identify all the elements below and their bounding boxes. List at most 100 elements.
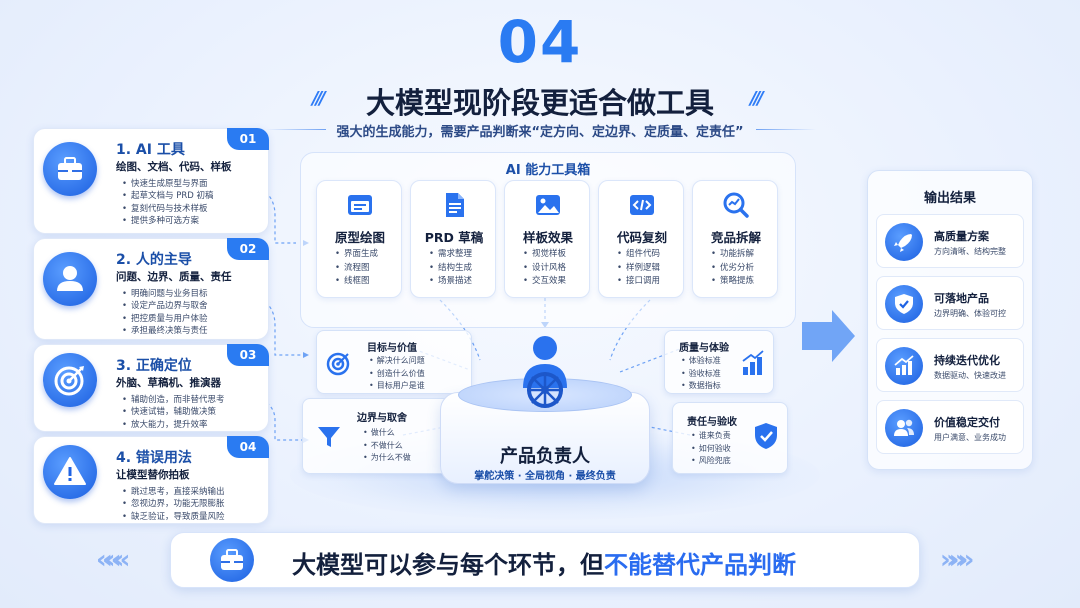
tool-name: PRD 草稿 (424, 230, 484, 245)
card-list: 快速生成原型与界面 起草文档与 PRD 初稿 复刻代码与技术样板 提供多种可选方… (122, 178, 214, 228)
helmsman-icon (505, 330, 585, 410)
divider-left (266, 129, 326, 130)
tool-card-sample: 样板效果 视觉样板 设计风格 交互效果 (504, 180, 590, 298)
toolbox-title: AI 能力工具箱 (505, 163, 591, 178)
shield-check-icon (753, 421, 779, 451)
tool-name: 样板效果 (522, 230, 573, 245)
output-item: 高质量方案 方向清晰、结构完整 (876, 214, 1024, 268)
card-list: 辅助创造，而非替代思考 快速试错，辅助做决策 放大能力，提升效率 (122, 394, 225, 431)
banner-text-highlight: 不能替代产品判断 (604, 551, 796, 579)
shield-check-icon (885, 285, 923, 323)
side-card-list: 解决什么问题 创造什么价值 目标用户是谁 (369, 355, 425, 393)
tool-card-competitor: 竞品拆解 功能拆解 优劣分析 策略提炼 (692, 180, 778, 298)
output-item-subtitle: 用户满意、业务成功 (934, 433, 1006, 442)
users-icon (885, 409, 923, 447)
list-item: 辅助创造，而非替代思考 (122, 394, 225, 406)
list-item: 缺乏验证，导致质量风险 (122, 511, 225, 523)
banner-text-prefix: 大模型可以参与每个环节，但 (292, 551, 604, 579)
magnifier-chart-icon (721, 190, 751, 220)
card-list: 明确问题与业务目标 设定产品边界与取舍 把控质量与用户体验 承担最终决策与责任 (122, 288, 208, 338)
side-card-title: 责任与验收 (687, 417, 737, 428)
side-card-responsibility: 责任与验收 谁来负责 如何验收 风险兜底 (672, 402, 788, 474)
card-subtitle: 让模型替你拍板 (116, 469, 190, 481)
left-card-wrong-usage: 04 4. 错误用法 让模型替你拍板 跳过思考，直接采纳输出 忽视边界，功能无限… (33, 436, 269, 524)
list-item: 设计风格 (523, 262, 566, 276)
list-item: 提供多种可选方案 (122, 215, 214, 227)
list-item: 样例逻辑 (617, 262, 660, 276)
output-item-subtitle: 边界明确、体验可控 (934, 309, 1006, 318)
list-item: 视觉样板 (523, 248, 566, 262)
tool-name: 原型绘图 (334, 230, 385, 245)
list-item: 接口调用 (617, 275, 660, 289)
card-badge: 04 (227, 436, 269, 458)
tool-card-code: 代码复刻 组件代码 样例逻辑 接口调用 (598, 180, 684, 298)
tool-name: 竞品拆解 (710, 230, 761, 245)
list-item: 复刻代码与技术样板 (122, 203, 214, 215)
image-icon (533, 190, 563, 220)
output-item: 持续迭代优化 数据驱动、快速改进 (876, 338, 1024, 392)
chevron-right-icon: »»» (940, 545, 975, 575)
list-item: 验收标准 (681, 368, 721, 381)
center-title: 产品负责人 (500, 446, 590, 467)
card-subtitle: 绘图、文档、代码、样板 (116, 161, 232, 173)
list-item: 做什么 (363, 427, 411, 440)
browser-window-icon (345, 190, 375, 220)
list-item: 体验标准 (681, 355, 721, 368)
card-badge: 02 (227, 238, 269, 260)
list-item: 设定产品边界与取舍 (122, 300, 208, 312)
side-card-title: 目标与价值 (367, 343, 417, 354)
list-item: 快速试错，辅助做决策 (122, 406, 225, 418)
tool-list: 视觉样板 设计风格 交互效果 (523, 248, 566, 289)
list-item: 需求整理 (429, 248, 472, 262)
card-title: 4. 错误用法 (116, 450, 192, 466)
output-item-title: 高质量方案 (934, 230, 989, 243)
left-card-positioning: 03 3. 正确定位 外脑、草稿机、推演器 辅助创造，而非替代思考 快速试错，辅… (33, 344, 269, 432)
list-item: 场景描述 (429, 275, 472, 289)
card-title: 1. AI 工具 (116, 142, 185, 158)
left-card-ai-tool: 01 1. AI 工具 绘图、文档、代码、样板 快速生成原型与界面 起草文档与 … (33, 128, 269, 234)
list-item: 谁来负责 (691, 430, 731, 443)
list-item: 优劣分析 (711, 262, 754, 276)
bottom-banner (170, 532, 920, 588)
card-subtitle: 外脑、草稿机、推演器 (116, 377, 221, 389)
left-card-human-lead: 02 2. 人的主导 问题、边界、质量、责任 明确问题与业务目标 设定产品边界与… (33, 238, 269, 340)
list-item: 风险兜底 (691, 455, 731, 468)
output-item-subtitle: 数据驱动、快速改进 (934, 371, 1006, 380)
list-item: 放大能力，提升效率 (122, 419, 225, 431)
target-icon (43, 353, 97, 407)
side-card-list: 谁来负责 如何验收 风险兜底 (691, 430, 731, 468)
list-item: 功能拆解 (711, 248, 754, 262)
tool-list: 界面生成 流程图 线框图 (335, 248, 378, 289)
side-card-goal: 目标与价值 解决什么问题 创造什么价值 目标用户是谁 (316, 330, 472, 394)
list-item: 线框图 (335, 275, 378, 289)
list-item: 组件代码 (617, 248, 660, 262)
list-item: 不做什么 (363, 440, 411, 453)
side-card-boundary: 边界与取舍 做什么 不做什么 为什么不做 (302, 398, 452, 474)
list-item: 策略提炼 (711, 275, 754, 289)
output-title: 输出结果 (923, 191, 976, 206)
list-item: 跳过思考，直接采纳输出 (122, 486, 225, 498)
funnel-icon (315, 423, 343, 451)
output-item-title: 可落地产品 (934, 292, 989, 305)
list-item: 交互效果 (523, 275, 566, 289)
list-item: 数据指标 (681, 380, 721, 393)
card-badge: 01 (227, 128, 269, 150)
tool-list: 需求整理 结构生成 场景描述 (429, 248, 472, 289)
tool-card-prototype: 原型绘图 界面生成 流程图 线框图 (316, 180, 402, 298)
card-badge: 03 (227, 344, 269, 366)
list-item: 快速生成原型与界面 (122, 178, 214, 190)
output-item: 可落地产品 边界明确、体验可控 (876, 276, 1024, 330)
card-title: 3. 正确定位 (116, 358, 192, 374)
document-icon (439, 190, 469, 220)
warning-icon (43, 445, 97, 499)
target-icon (325, 349, 353, 377)
code-icon (627, 190, 657, 220)
side-card-title: 质量与体验 (679, 343, 729, 354)
center-subtitle: 掌舵决策 · 全局视角 · 最终负责 (474, 471, 616, 482)
chevron-left-icon: ««« (96, 545, 131, 575)
list-item: 忽视边界，功能无限膨胀 (122, 498, 225, 510)
output-item-title: 价值稳定交付 (934, 416, 1000, 429)
card-list: 跳过思考，直接采纳输出 忽视边界，功能无限膨胀 缺乏验证，导致质量风险 (122, 486, 225, 523)
person-icon (43, 252, 97, 306)
slash-decoration-right: /// (750, 88, 764, 109)
